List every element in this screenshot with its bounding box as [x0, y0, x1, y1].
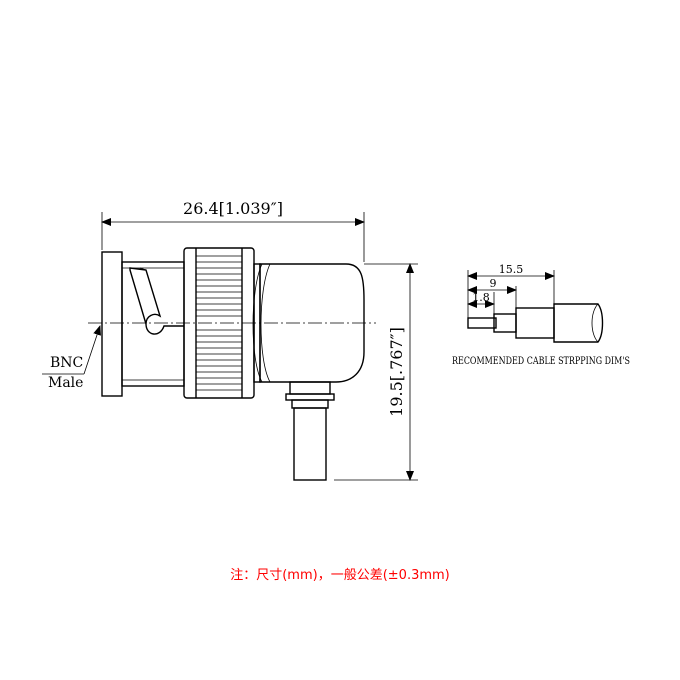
- strip-dim-mid: 9: [490, 277, 497, 290]
- callout-male: Male: [48, 375, 83, 391]
- callout-bnc: BNC: [50, 355, 83, 371]
- stripping-caption: RECOMMENDED CABLE STRPPING DIM'S: [452, 356, 630, 367]
- width-dimension-label: 26.4[1.039″]: [183, 199, 283, 218]
- height-dimension: 19.5[.767″]: [334, 263, 418, 481]
- right-angle-body: [259, 263, 365, 383]
- bnc-bayonet-body: [121, 261, 185, 387]
- center-conductor: [467, 317, 497, 329]
- cable-jacket: [553, 303, 604, 343]
- dielectric: [493, 313, 517, 333]
- bayonet-slot: [129, 267, 162, 325]
- braid: [515, 307, 555, 339]
- width-dimension: 26.4[1.039″]: [101, 199, 365, 262]
- cable-stripping-detail: 15.5 9 1.8 RECOMMENDED CABLE STRPPING DI…: [452, 263, 630, 367]
- bnc-connector-side-view: [88, 247, 376, 481]
- bnc-male-callout: BNC Male: [42, 325, 101, 391]
- strip-dim-small: 1.8: [472, 291, 490, 304]
- crimp-stem: [285, 381, 335, 481]
- tolerance-note: 注：尺寸(mm)，一般公差(±0.3mm): [230, 567, 450, 583]
- height-dimension-label: 19.5[.767″]: [387, 327, 406, 417]
- strip-dim-total: 15.5: [499, 263, 524, 276]
- bnc-front-flange: [101, 251, 123, 397]
